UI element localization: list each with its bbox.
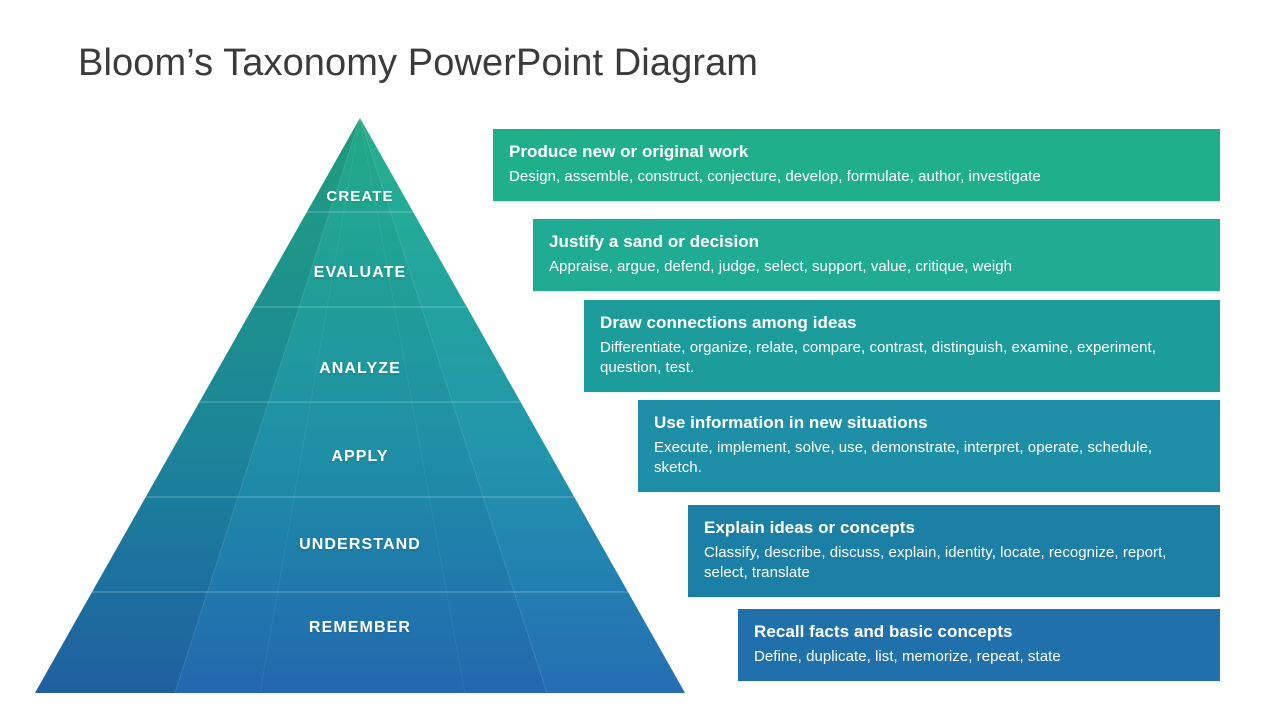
info-box-evaluate-description: Appraise, argue, defend, judge, select, … (549, 258, 1012, 276)
pyramid-graphic (35, 118, 685, 693)
page-title: Bloom’s Taxonomy PowerPoint Diagram (78, 42, 759, 84)
info-box-understand-title: Explain ideas or concepts (704, 518, 915, 537)
bloom-pyramid: CREATE EVALUATE ANALYZE APPLY UNDERSTAND… (35, 118, 685, 693)
info-box-evaluate[interactable]: Justify a sand or decision Appraise, arg… (533, 219, 1220, 292)
info-box-evaluate-title: Justify a sand or decision (549, 232, 760, 251)
info-box-analyze-title: Draw connections among ideas (600, 313, 857, 332)
info-box-analyze-description: Differentiate, organize, relate, compare… (600, 339, 1156, 377)
info-box-understand-description: Classify, describe, discuss, explain, id… (704, 544, 1167, 582)
info-box-create[interactable]: Produce new or original work Design, ass… (493, 129, 1220, 202)
info-box-remember-title: Recall facts and basic concepts (754, 622, 1013, 641)
info-box-understand[interactable]: Explain ideas or concepts Classify, desc… (688, 505, 1220, 598)
info-box-remember-description: Define, duplicate, list, memorize, repea… (754, 648, 1061, 666)
info-box-apply-description: Execute, implement, solve, use, demonstr… (654, 439, 1153, 477)
info-box-remember[interactable]: Recall facts and basic concepts Define, … (738, 609, 1220, 682)
info-box-apply[interactable]: Use information in new situations Execut… (638, 400, 1220, 493)
info-box-apply-title: Use information in new situations (654, 413, 928, 432)
info-box-create-description: Design, assemble, construct, conjecture,… (509, 168, 1041, 186)
info-box-analyze[interactable]: Draw connections among ideas Differentia… (584, 300, 1220, 393)
info-box-create-title: Produce new or original work (509, 142, 749, 161)
